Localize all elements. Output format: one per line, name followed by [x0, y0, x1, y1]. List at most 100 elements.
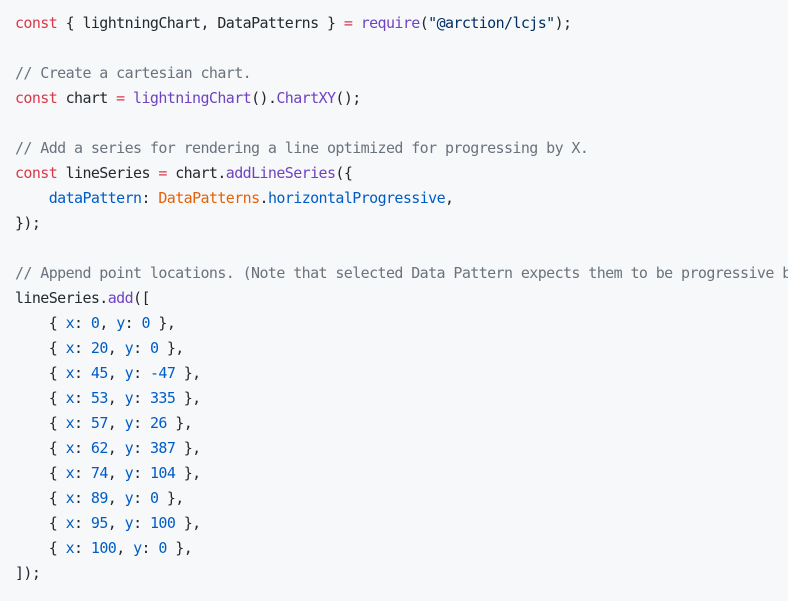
code-token-function-name: addLineSeries: [225, 164, 336, 182]
code-token-property: x: [65, 514, 75, 532]
code-token-property: y: [116, 314, 125, 332]
code-line: { x: 57, y: 26 },: [15, 411, 788, 436]
code-token-property: y: [124, 414, 134, 432]
code-token-code-text: [125, 89, 133, 107]
code-token-code-text: :: [74, 489, 91, 507]
code-token-number: 387: [149, 439, 176, 457]
code-token-code-text: :: [133, 414, 150, 432]
code-token-number: 62: [90, 439, 108, 457]
code-token-code-text: });: [15, 214, 41, 232]
code-token-code-text: {: [15, 364, 66, 382]
code-token-property: y: [124, 364, 134, 382]
code-token-code-text: :: [74, 414, 91, 432]
code-token-number: -47: [149, 364, 176, 382]
code-token-code-text: },: [166, 414, 193, 432]
code-token-code-text: chart.: [166, 164, 226, 182]
code-token-keyword: =: [116, 89, 125, 107]
code-line: { x: 89, y: 0 },: [15, 486, 788, 511]
code-token-code-text: },: [158, 489, 184, 507]
code-token-code-text: :: [133, 364, 150, 382]
code-token-string: "@arction/lcjs": [428, 14, 555, 32]
code-line: { x: 95, y: 100 },: [15, 511, 788, 536]
code-line: { x: 20, y: 0 },: [15, 336, 788, 361]
code-token-number: 53: [90, 389, 108, 407]
code-token-code-text: {: [15, 489, 66, 507]
code-token-property: dataPattern: [48, 189, 142, 207]
code-token-code-text: :: [133, 439, 150, 457]
code-line: [15, 236, 788, 261]
code-token-code-text: ,: [107, 414, 125, 432]
code-token-number: 100: [90, 539, 117, 557]
code-token-code-text: :: [141, 539, 159, 557]
code-token-code-text: ,: [107, 464, 125, 482]
code-token-code-text: ,: [99, 314, 117, 332]
code-token-code-text: [15, 189, 49, 207]
code-token-code-text: );: [554, 14, 572, 32]
code-token-code-text: :: [74, 314, 91, 332]
code-token-code-text: :: [141, 189, 159, 207]
code-token-property: x: [65, 414, 75, 432]
code-token-code-text: ,: [107, 364, 125, 382]
code-token-code-text: ,: [107, 339, 125, 357]
code-token-code-text: :: [133, 339, 150, 357]
code-token-property: x: [65, 339, 75, 357]
code-token-number: 74: [90, 464, 108, 482]
code-token-code-text: :: [74, 364, 91, 382]
code-token-code-text: :: [74, 389, 91, 407]
code-token-code-text: :: [74, 514, 91, 532]
code-line: // Append point locations. (Note that se…: [15, 261, 788, 286]
code-token-property: y: [124, 339, 134, 357]
code-token-property: x: [65, 439, 75, 457]
code-token-code-text: ,: [445, 189, 454, 207]
code-line: // Add a series for rendering a line opt…: [15, 136, 788, 161]
code-line: dataPattern: DataPatterns.horizontalProg…: [15, 186, 788, 211]
code-token-code-text: :: [133, 514, 150, 532]
code-token-code-text: {: [15, 389, 66, 407]
code-token-number: 0: [141, 314, 151, 332]
code-token-code-text: chart: [57, 89, 117, 107]
code-token-property: x: [65, 539, 75, 557]
code-token-function-name: lightningChart: [133, 89, 252, 107]
code-token-number: 0: [158, 539, 167, 557]
code-token-code-text: {: [15, 314, 66, 332]
code-token-code-text: },: [149, 314, 176, 332]
code-token-code-text: :: [74, 339, 91, 357]
code-token-code-text: (: [419, 14, 429, 32]
code-token-keyword: const: [15, 14, 58, 32]
code-token-property: x: [65, 314, 75, 332]
code-token-code-text: { lightningChart, DataPatterns }: [57, 14, 344, 32]
code-line: { x: 62, y: 387 },: [15, 436, 788, 461]
code-token-code-text: ,: [107, 514, 125, 532]
code-token-code-text: :: [74, 539, 91, 557]
code-token-number: 95: [90, 514, 108, 532]
code-token-property: y: [124, 389, 134, 407]
code-line: { x: 0, y: 0 },: [15, 311, 788, 336]
code-token-code-text: :: [74, 464, 91, 482]
code-token-number: 335: [149, 389, 176, 407]
code-token-function-name: ChartXY: [276, 89, 336, 107]
code-line: lineSeries.add([: [15, 286, 788, 311]
code-token-number: 89: [90, 489, 108, 507]
code-token-code-text: {: [15, 339, 66, 357]
code-token-keyword: =: [158, 164, 167, 182]
code-line: const { lightningChart, DataPatterns } =…: [15, 11, 788, 36]
code-token-comment: // Append point locations. (Note that se…: [15, 264, 788, 282]
code-line: [15, 36, 788, 61]
code-token-code-text: },: [175, 389, 201, 407]
code-token-number: 57: [90, 414, 108, 432]
code-token-code-text: ().: [251, 89, 277, 107]
code-token-code-text: {: [15, 464, 66, 482]
code-token-code-text: {: [15, 414, 66, 432]
code-token-property: y: [124, 464, 134, 482]
code-token-number: 20: [90, 339, 108, 357]
code-token-number: 0: [90, 314, 100, 332]
code-line: { x: 53, y: 335 },: [15, 386, 788, 411]
code-token-property: x: [65, 389, 75, 407]
code-token-property: y: [133, 539, 142, 557]
code-token-number: 0: [149, 339, 159, 357]
code-token-keyword: const: [15, 164, 58, 182]
code-line: // Create a cartesian chart.: [15, 61, 788, 86]
code-token-property: x: [65, 489, 75, 507]
code-token-code-text: },: [175, 439, 201, 457]
code-token-code-text: ([: [133, 289, 150, 307]
